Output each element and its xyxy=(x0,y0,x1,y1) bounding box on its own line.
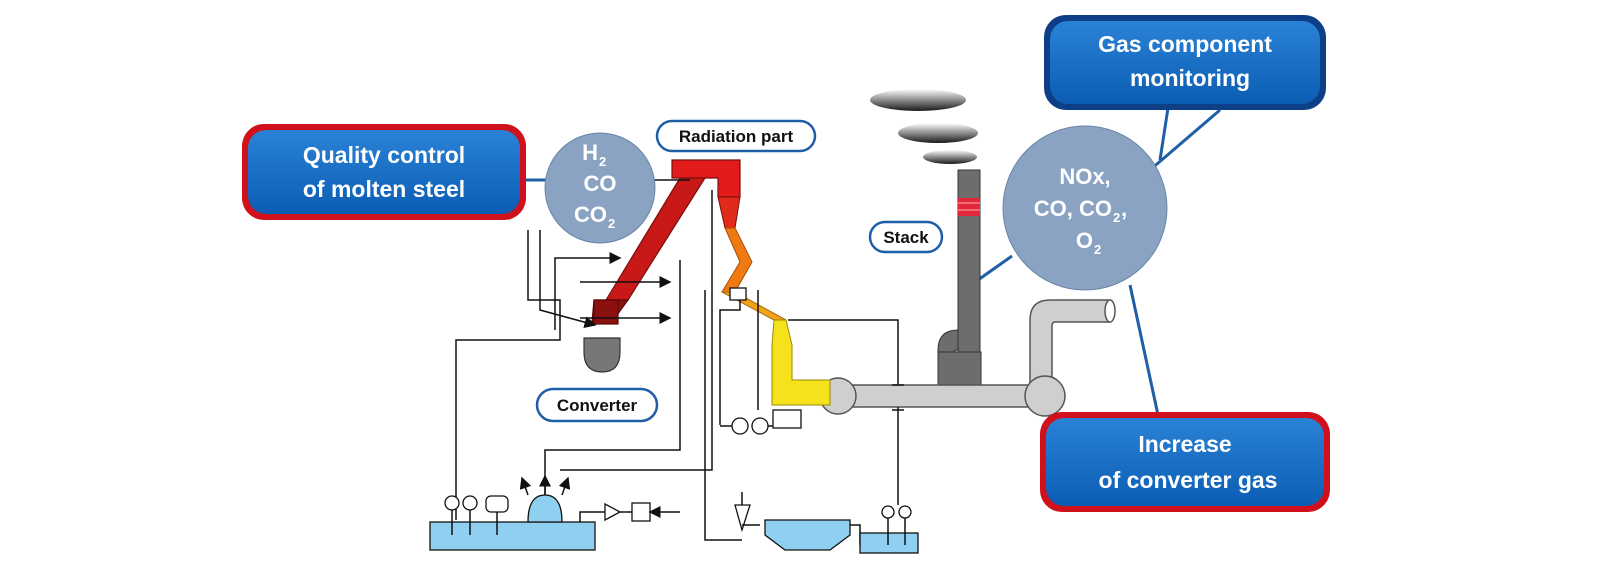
gas-line-1: Gas component xyxy=(1098,31,1272,57)
composition-circle-right: NOx, CO, CO 2 , O 2 xyxy=(1002,125,1168,291)
increase-line-2: of converter gas xyxy=(1099,467,1278,493)
settling-tank xyxy=(764,519,851,551)
smoke-puff-2 xyxy=(898,123,978,143)
o2-subscript: 2 xyxy=(1094,242,1101,257)
co2-subscript: 2 xyxy=(608,216,615,231)
gas-monitoring-callout: Gas component monitoring xyxy=(1044,15,1326,110)
gas-connector xyxy=(1158,107,1170,161)
nox-label: NOx, xyxy=(1059,164,1110,189)
co2-subscript-right: 2 xyxy=(1113,210,1120,225)
radiation-part-label: Radiation part xyxy=(655,119,817,153)
increase-gas-callout: Increase of converter gas xyxy=(1040,412,1330,512)
smoke-puff-1 xyxy=(870,89,966,111)
stack-label: Stack xyxy=(868,220,944,254)
quality-line-1: Quality control xyxy=(303,142,465,168)
radiation-hood xyxy=(591,159,741,325)
co2-comma: , xyxy=(1121,196,1127,221)
stack xyxy=(937,169,982,389)
h2-label: H xyxy=(582,140,598,165)
gas-line-2: monitoring xyxy=(1130,65,1250,91)
composition-circle-left: H 2 CO CO 2 xyxy=(544,132,656,244)
h2-subscript: 2 xyxy=(599,154,606,169)
co-label: CO xyxy=(584,171,617,196)
co-co2-label: CO, CO xyxy=(1034,196,1112,221)
fan-right xyxy=(1024,375,1066,417)
converter-label: Converter xyxy=(535,387,659,423)
exhaust-duct xyxy=(819,299,1116,417)
smoke-puff-3 xyxy=(923,150,977,164)
quality-control-callout: Quality control of molten steel xyxy=(242,124,526,220)
svg-text:Radiation part: Radiation part xyxy=(679,127,794,146)
piping-network xyxy=(455,179,904,545)
water-tank-left xyxy=(429,474,680,551)
svg-text:Converter: Converter xyxy=(557,396,638,415)
stack-connector xyxy=(977,254,1013,282)
gas-connector-2 xyxy=(1149,108,1221,172)
gas-cooling-duct xyxy=(717,196,831,406)
increase-line-1: Increase xyxy=(1138,431,1231,457)
o2-label: O xyxy=(1076,228,1093,253)
svg-text:Stack: Stack xyxy=(883,228,929,247)
converter-vessel xyxy=(583,337,621,373)
co2-label: CO xyxy=(574,202,607,227)
quality-line-2: of molten steel xyxy=(303,176,465,202)
water-tank-right xyxy=(859,505,919,554)
increase-connector xyxy=(1128,284,1160,416)
